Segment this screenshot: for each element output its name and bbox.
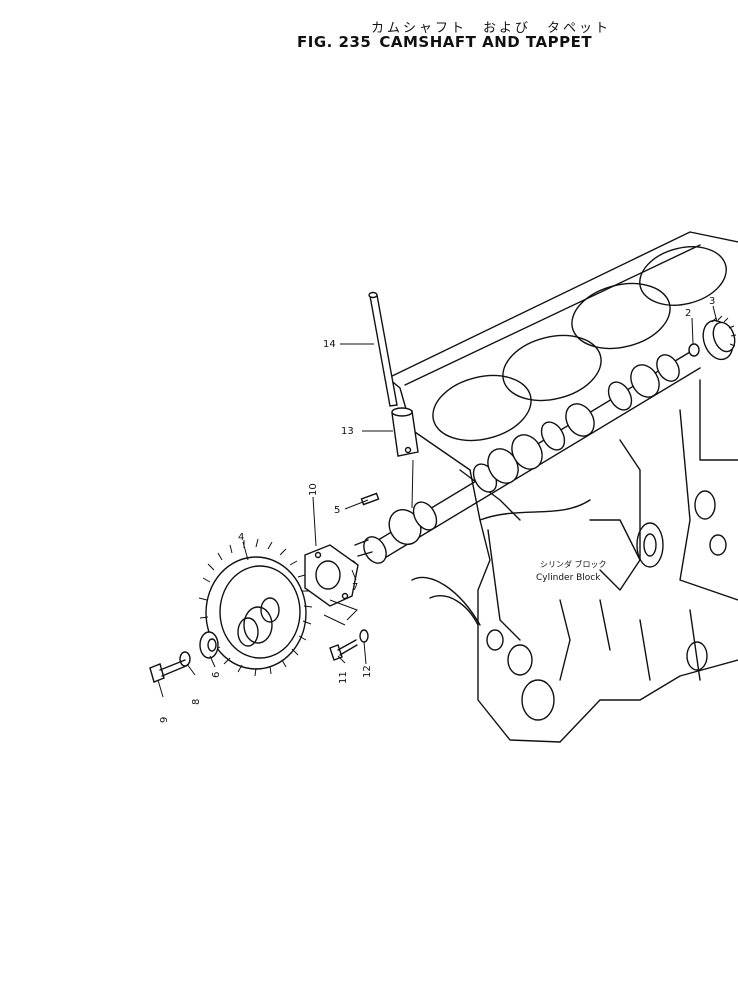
part-5-key	[360, 492, 380, 506]
callout-5: 5	[334, 505, 340, 516]
callout-8: 8	[191, 699, 202, 705]
leader-lines	[157, 305, 718, 698]
cylinder-block-label-japanese: シリンダ ブロック	[540, 559, 607, 569]
callout-7: 7	[352, 582, 358, 593]
callout-14: 14	[323, 339, 336, 350]
part-2-plug	[688, 343, 700, 357]
part-14-push-rod	[368, 291, 398, 407]
part-13-tappet	[391, 407, 419, 457]
part-3-gear	[702, 315, 737, 361]
figure-title: FIG. 235 CAMSHAFT AND TAPPET	[297, 33, 600, 51]
callout-2: 2	[685, 308, 691, 319]
part-11-bolt	[329, 639, 358, 661]
callout-13: 13	[341, 426, 354, 437]
cylinder-block-label: Cylinder Block	[536, 573, 601, 583]
part-8-lock-washer	[179, 651, 191, 667]
part-9-bolt	[149, 659, 187, 683]
callout-6: 6	[211, 672, 222, 678]
callout-9: 9	[159, 717, 170, 723]
part-6-washer	[199, 631, 219, 659]
figure-title-japanese: カムシャフト および タペット	[371, 21, 612, 36]
cylinder-block	[387, 231, 738, 743]
figure-number: FIG. 235	[297, 33, 372, 51]
part-12-washer	[359, 629, 369, 643]
part-10-thrust-plate	[304, 544, 359, 607]
camshaft	[354, 351, 701, 564]
figure-title-english: CAMSHAFT AND TAPPET	[379, 33, 593, 51]
callout-12: 12	[362, 665, 373, 678]
part-4-camshaft-gear	[198, 538, 313, 677]
callout-10: 10	[308, 483, 319, 496]
callout-3: 3	[709, 296, 715, 307]
callout-11: 11	[338, 671, 349, 684]
callout-4: 4	[238, 532, 244, 543]
callout-numbers: 2 3 4 5 6 7 8 9 10 11 12 13 14	[159, 296, 715, 723]
